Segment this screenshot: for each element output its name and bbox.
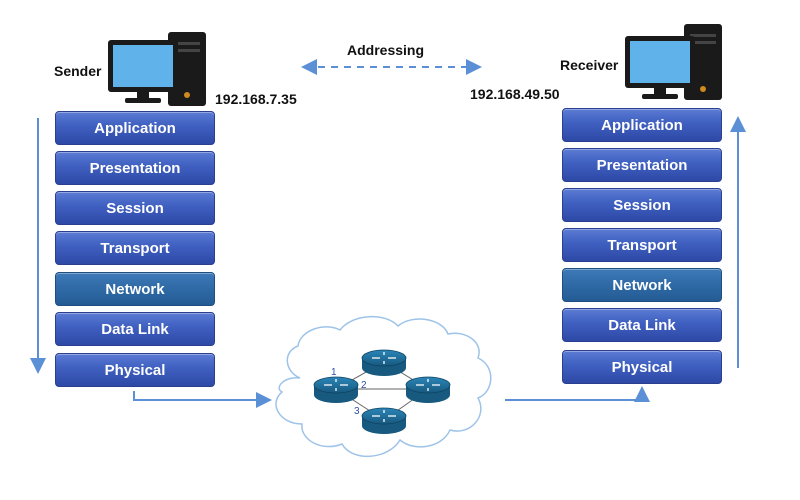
- sender-to-network-arrow: [133, 391, 272, 408]
- sender-layer-network: Network: [55, 272, 215, 306]
- link-label-1: 1: [331, 367, 337, 378]
- receiver-layer-data-link: Data Link: [562, 308, 722, 342]
- receiver-ip-address: 192.168.49.50: [470, 86, 560, 102]
- receiver-layer-network: Network: [562, 268, 722, 302]
- sender-computer-icon: [108, 32, 206, 106]
- link-label-3: 3: [354, 406, 360, 417]
- receiver-layer-presentation: Presentation: [562, 148, 722, 182]
- router-right-icon: [405, 376, 451, 403]
- receiver-layer-application: Application: [562, 108, 722, 142]
- router-top-icon: [361, 349, 407, 376]
- sender-ip-address: 192.168.7.35: [215, 91, 297, 107]
- link-label-2: 2: [361, 380, 367, 391]
- sender-layer-data-link: Data Link: [55, 312, 215, 346]
- receiver-label: Receiver: [560, 57, 619, 73]
- receiver-layer-session: Session: [562, 188, 722, 222]
- sender-layer-transport: Transport: [55, 231, 215, 265]
- addressing-label: Addressing: [347, 42, 425, 58]
- cloud-icon: [275, 315, 492, 458]
- sender-layer-session: Session: [55, 191, 215, 225]
- sender-layer-application: Application: [55, 111, 215, 145]
- router-bottom-icon: [361, 407, 407, 434]
- sender-layer-presentation: Presentation: [55, 151, 215, 185]
- receiver-layer-physical: Physical: [562, 350, 722, 384]
- sender-layer-physical: Physical: [55, 353, 215, 387]
- network-to-receiver-arrow: [505, 386, 650, 402]
- router-left-icon: [313, 376, 359, 403]
- router-icon: [313, 349, 451, 434]
- sender-label: Sender: [54, 63, 102, 79]
- receiver-layer-transport: Transport: [562, 228, 722, 262]
- receiver-computer-icon: [625, 24, 722, 100]
